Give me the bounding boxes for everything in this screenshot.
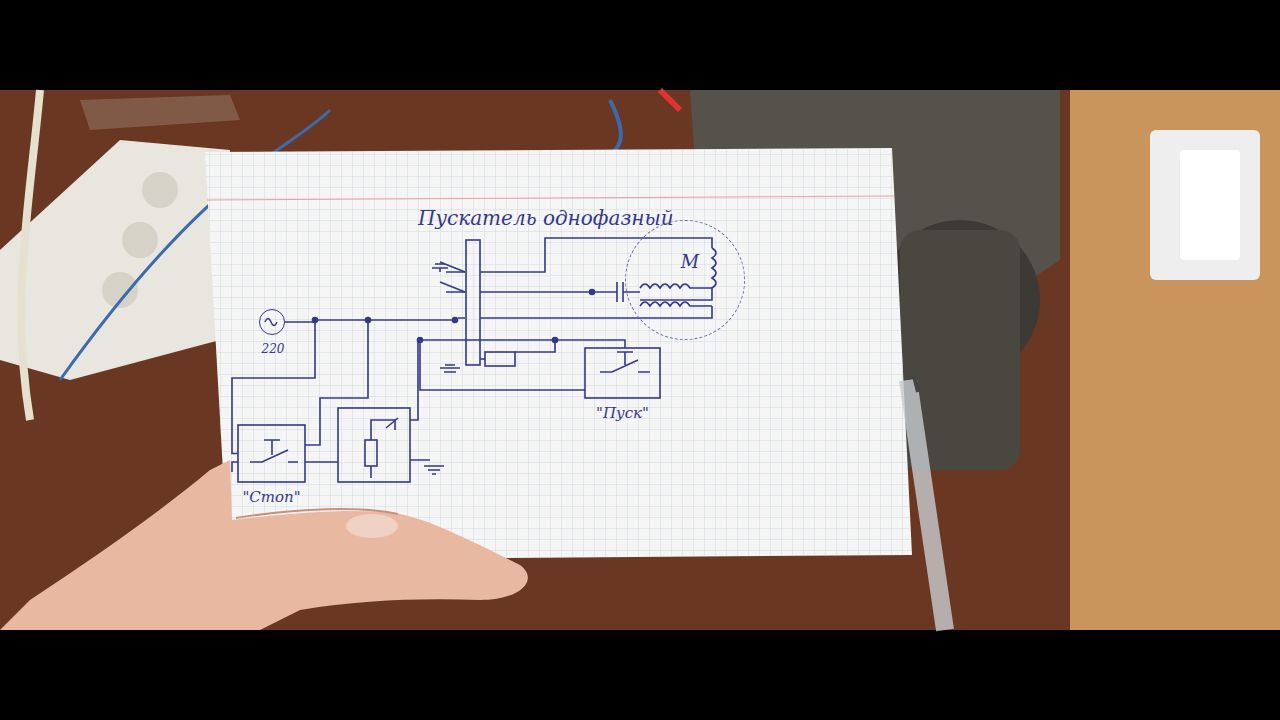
node-caption: "Стоп" [242,488,300,506]
diagram-title: Пускатель однофазный [418,206,674,230]
node-caption: "Пуск" [596,404,649,422]
sine-symbol [260,310,282,332]
ac-source: 220 [259,309,285,335]
motor-symbol: M [625,220,745,340]
node-label: M [681,251,699,272]
stop-button-box: "Стоп" [238,425,305,482]
wire-connector [232,322,315,454]
node-caption: 220 [262,342,285,356]
start-button-box: "Пуск" [585,348,660,398]
